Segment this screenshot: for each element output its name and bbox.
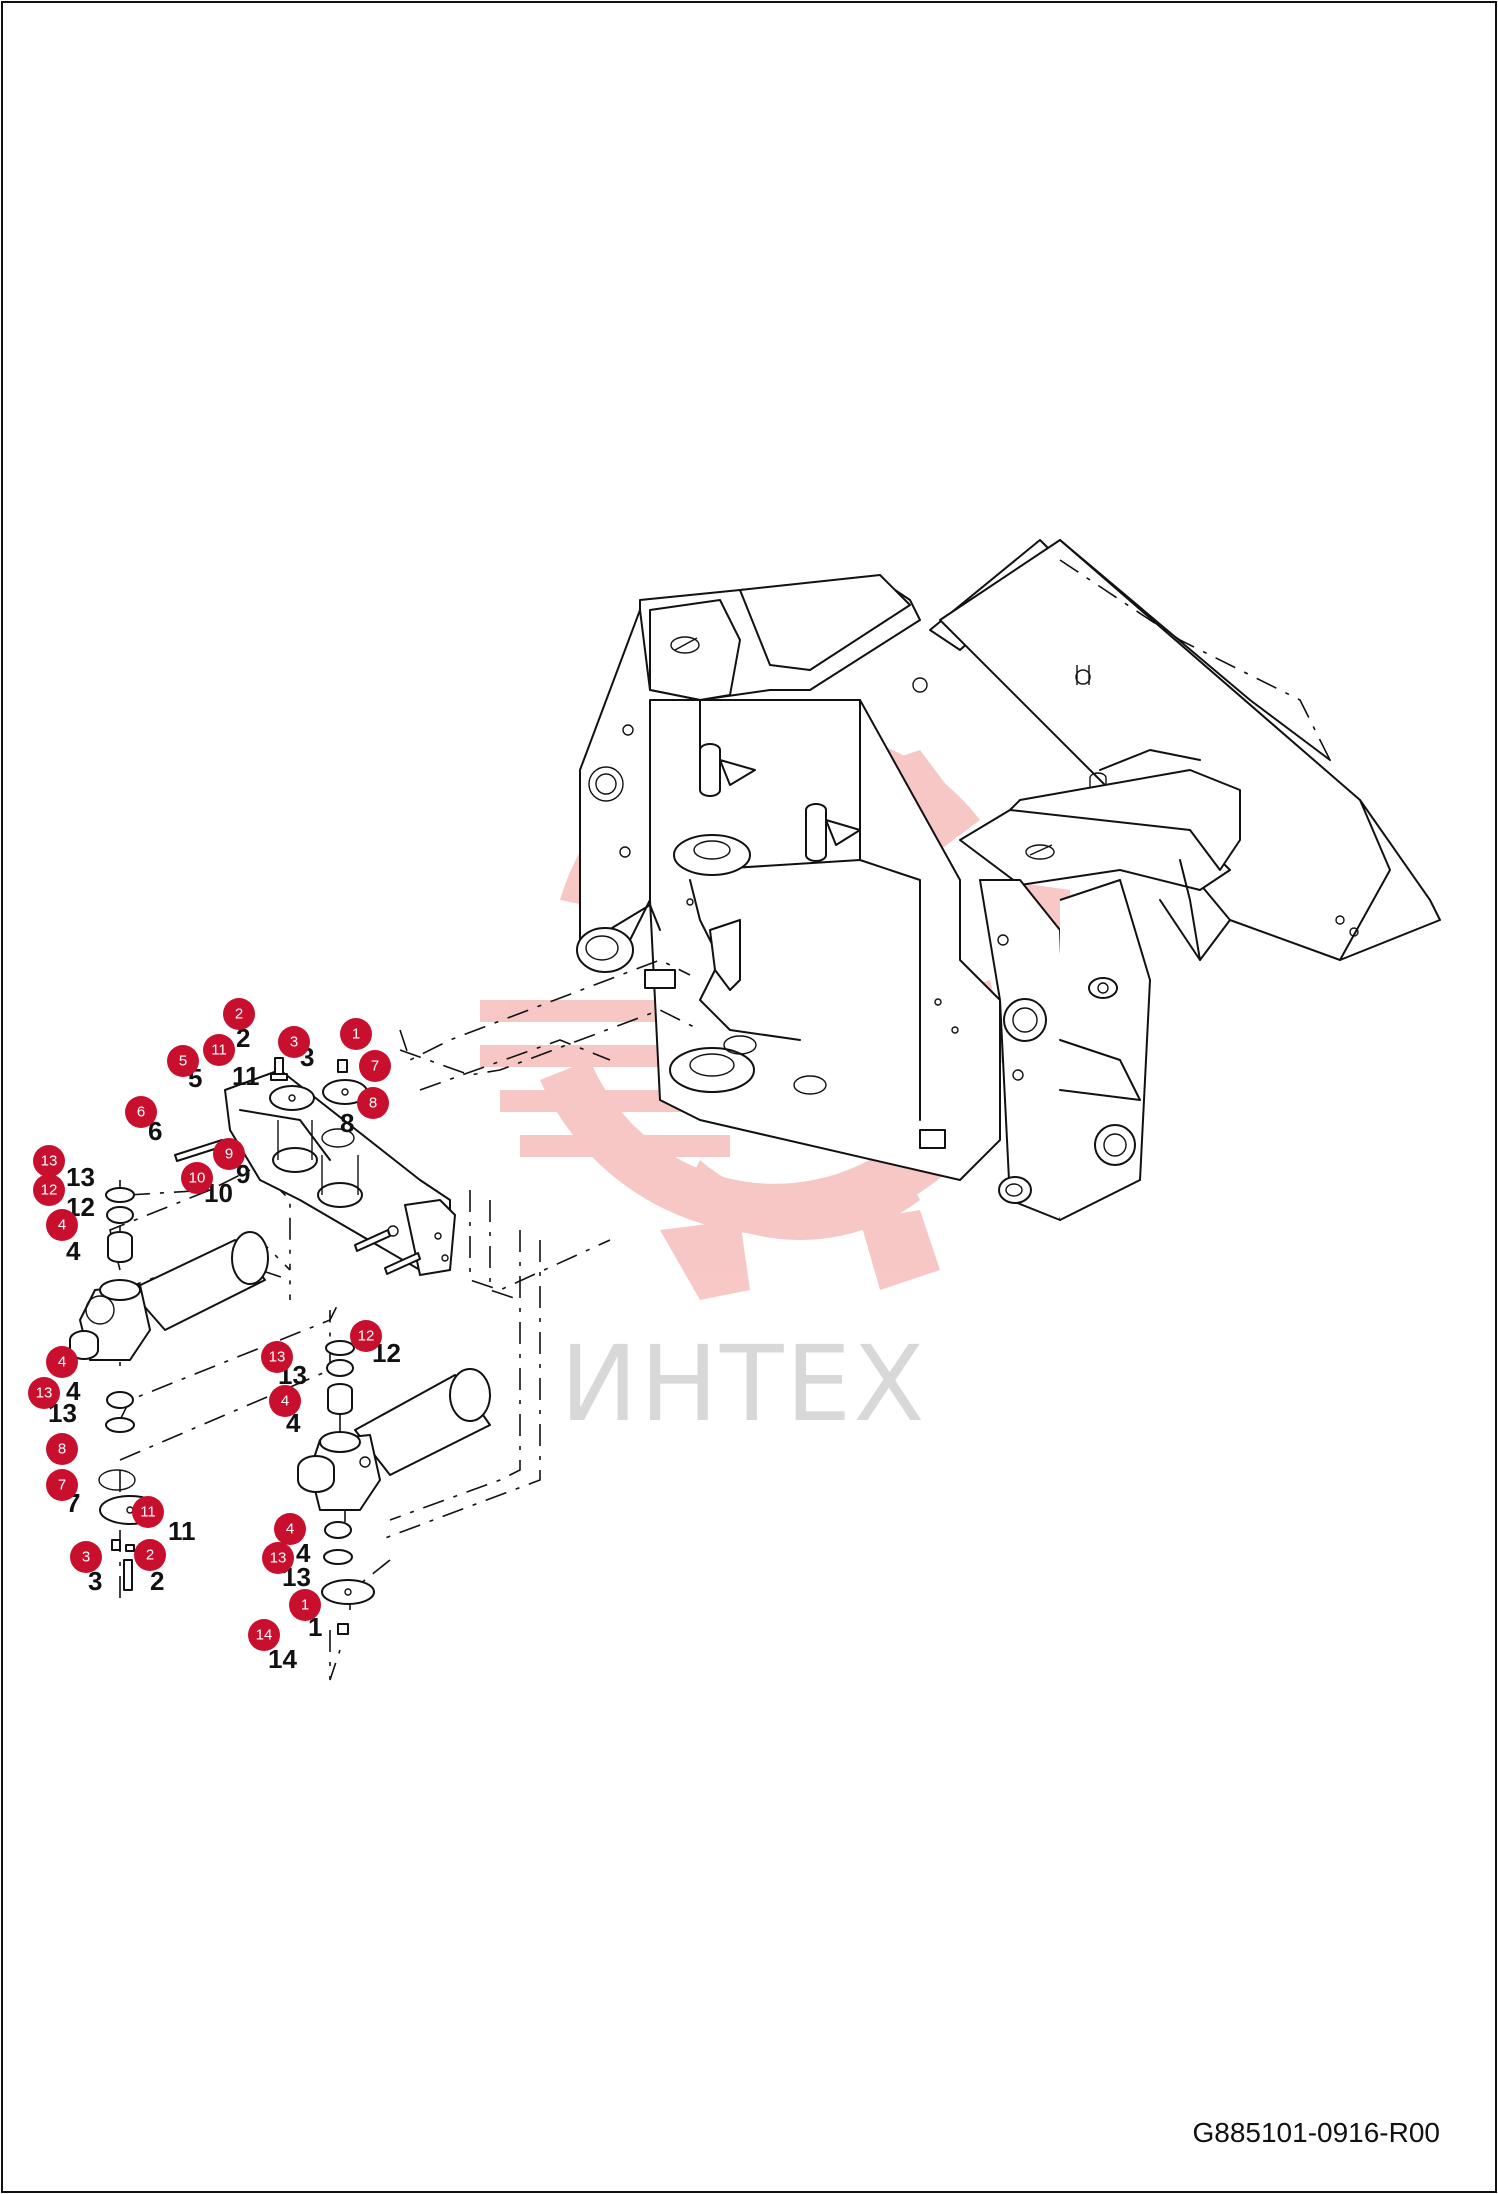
part-number-4b: 4 <box>66 1376 81 1406</box>
drawing-code: G885101-0916-R00 <box>1192 2117 1440 2148</box>
bolts-9-10 <box>354 1225 421 1275</box>
callout-badge-13c: 13 <box>261 1341 293 1373</box>
callout-badge-4a: 4 <box>46 1209 78 1241</box>
callout-badge-2b: 2 <box>134 1539 166 1571</box>
svg-text:14: 14 <box>256 1627 273 1644</box>
callout-badge-10: 10 <box>181 1162 213 1194</box>
svg-text:4: 4 <box>58 1217 66 1234</box>
svg-text:13: 13 <box>270 1550 287 1567</box>
svg-text:11: 11 <box>140 1504 156 1521</box>
svg-text:11: 11 <box>211 1042 227 1059</box>
svg-text:8: 8 <box>58 1441 66 1458</box>
part-number-3b: 3 <box>88 1566 102 1596</box>
part-number-4d: 4 <box>296 1538 311 1568</box>
callout-badge-9: 9 <box>213 1138 245 1170</box>
cap-plate-upper <box>269 1085 315 1111</box>
callout-badge-7b: 7 <box>46 1469 78 1501</box>
callout-badges: 2 11 3 5 1 7 8 6 9 10 13 12 4 12 13 4 13… <box>28 998 391 1651</box>
callout-badge-6: 6 <box>125 1096 157 1128</box>
callout-badge-7: 7 <box>359 1050 391 1082</box>
part-number-11b: 11 <box>168 1516 196 1546</box>
part-number-13a: 13 <box>66 1162 95 1192</box>
svg-text:8: 8 <box>369 1095 377 1112</box>
svg-text:4: 4 <box>58 1354 66 1371</box>
callout-badge-13d: 13 <box>262 1542 294 1574</box>
callout-badge-1b: 1 <box>289 1589 321 1621</box>
svg-text:3: 3 <box>82 1549 90 1566</box>
callout-badge-8: 8 <box>357 1087 389 1119</box>
svg-text:13: 13 <box>36 1385 53 1402</box>
part-number-2: 2 <box>236 1023 250 1053</box>
callout-badge-4b: 4 <box>46 1346 78 1378</box>
callout-badge-4c: 4 <box>269 1385 301 1417</box>
part-number-11: 11 <box>232 1061 260 1091</box>
svg-text:13: 13 <box>269 1349 286 1366</box>
callout-badge-2: 2 <box>223 998 255 1030</box>
left-kingpin-stack <box>69 1187 269 1591</box>
callout-badge-11b: 11 <box>132 1496 164 1528</box>
callout-badge-12b: 12 <box>350 1320 382 1352</box>
callout-badge-8b: 8 <box>46 1433 78 1465</box>
callout-badge-1: 1 <box>340 1018 372 1050</box>
callout-badge-12a: 12 <box>33 1174 65 1206</box>
part-number-9: 9 <box>236 1159 250 1189</box>
svg-text:7: 7 <box>371 1058 379 1075</box>
part-number-2b: 2 <box>150 1566 164 1596</box>
svg-text:7: 7 <box>58 1477 66 1494</box>
svg-text:6: 6 <box>137 1104 145 1121</box>
callout-badge-14: 14 <box>248 1619 280 1651</box>
svg-text:10: 10 <box>189 1170 206 1187</box>
svg-text:2: 2 <box>235 1006 243 1023</box>
o-ring-upper <box>321 1128 355 1148</box>
callout-badge-3b: 3 <box>70 1541 102 1573</box>
svg-text:5: 5 <box>179 1053 187 1070</box>
svg-text:3: 3 <box>290 1034 298 1051</box>
svg-text:4: 4 <box>281 1393 289 1410</box>
svg-text:13: 13 <box>41 1153 58 1170</box>
front-frame-weldment <box>576 539 1441 1221</box>
callout-badge-13a: 13 <box>33 1145 65 1177</box>
svg-text:1: 1 <box>301 1597 309 1614</box>
callout-badge-5: 5 <box>167 1045 199 1077</box>
svg-text:1: 1 <box>352 1026 360 1043</box>
callout-badge-13b: 13 <box>28 1377 60 1409</box>
svg-text:12: 12 <box>41 1182 58 1199</box>
svg-text:9: 9 <box>225 1146 233 1163</box>
svg-text:12: 12 <box>358 1328 375 1345</box>
watermark-text: ИНТЕХ <box>560 1323 926 1445</box>
right-kingpin-stack <box>297 1340 491 1635</box>
part-number-4a: 4 <box>66 1236 81 1266</box>
svg-text:4: 4 <box>286 1521 294 1538</box>
callout-badge-3: 3 <box>278 1026 310 1058</box>
callout-badge-4d: 4 <box>274 1513 306 1545</box>
part-number-8: 8 <box>340 1108 354 1138</box>
svg-text:2: 2 <box>146 1547 154 1564</box>
part-number-14: 14 <box>268 1644 297 1674</box>
bolt-upper <box>270 1057 348 1081</box>
callout-badge-11: 11 <box>203 1034 235 1066</box>
